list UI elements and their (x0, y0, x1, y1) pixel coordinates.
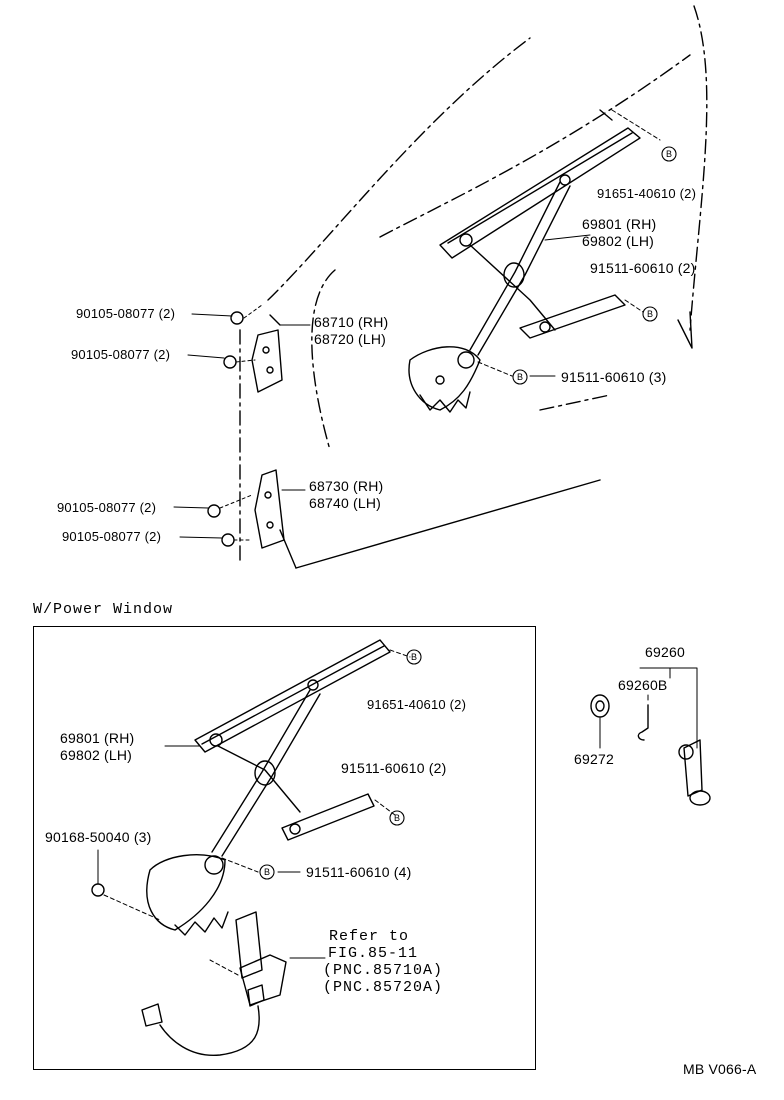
refer-line-4: (PNC.85720A) (323, 979, 444, 996)
upper-hinge (251, 314, 283, 393)
label-90105-08077-b: 90105-08077 (2) (71, 347, 171, 362)
label-69801-top: 69801 (RH) (582, 216, 657, 232)
label-91511-60610-top-b: 91511-60610 (3) (561, 369, 667, 385)
window-regulator-top (408, 127, 641, 413)
label-90105-08077-a: 90105-08077 (2) (76, 306, 176, 321)
marker-b-group (259, 146, 677, 880)
top-leaders (477, 109, 661, 377)
label-91651-40610-top: 91651-40610 (2) (597, 186, 697, 201)
handle-clip (637, 704, 649, 741)
label-90105-08077-d: 90105-08077 (2) (62, 529, 162, 544)
marker-b-4 (406, 649, 422, 665)
window-regulator-power (146, 639, 391, 936)
label-91651-40610-power: 91651-40610 (2) (367, 697, 467, 712)
marker-b-letter: B (394, 813, 400, 823)
lower-hinge (254, 469, 285, 549)
label-68730: 68730 (RH) (309, 478, 384, 494)
label-69272: 69272 (574, 751, 614, 767)
marker-b-5 (389, 810, 405, 826)
power-window-section-frame (33, 626, 536, 1070)
label-91511-60610-power-b: 91511-60610 (4) (306, 864, 412, 880)
marker-b-letter: B (517, 372, 523, 382)
marker-b-2 (642, 306, 658, 322)
refer-line-2: FIG.85-11 (328, 945, 419, 962)
power-leaders (97, 649, 411, 976)
label-91511-60610-power-a: 91511-60610 (2) (341, 760, 447, 776)
marker-b-letter: B (666, 149, 672, 159)
marker-b-3 (512, 369, 528, 385)
label-69802-top: 69802 (LH) (582, 233, 655, 249)
label-91511-60610-top-a: 91511-60610 (2) (590, 260, 696, 276)
label-69260B: 69260B (618, 677, 668, 693)
handle-leaders (599, 667, 698, 749)
label-69801-power: 69801 (RH) (60, 730, 135, 746)
label-90105-08077-c: 90105-08077 (2) (57, 500, 157, 515)
refer-line-1: Refer to (329, 928, 410, 945)
hinge-leaders (173, 304, 311, 541)
marker-b-letter: B (264, 867, 270, 877)
door-outline (239, 5, 708, 561)
section-title-power-window: W/Power Window (33, 601, 174, 618)
door-outline-solid (279, 109, 693, 569)
label-69802-power: 69802 (LH) (60, 747, 133, 763)
marker-b-letter: B (647, 309, 653, 319)
refer-line-3: (PNC.85710A) (323, 962, 444, 979)
label-68740: 68740 (LH) (309, 495, 382, 511)
marker-b-6 (259, 864, 275, 880)
label-68720: 68720 (LH) (314, 331, 387, 347)
figure-code: MB V066-A (683, 1061, 757, 1077)
label-68710: 68710 (RH) (314, 314, 389, 330)
handle-escutcheon (590, 694, 610, 718)
window-motor (141, 911, 287, 1056)
marker-b-letter: B (411, 652, 417, 662)
marker-b-letters: B B B B B B (264, 149, 672, 877)
label-90168-50040: 90168-50040 (3) (45, 829, 152, 845)
hinge-bolts (207, 311, 244, 547)
window-handle (678, 739, 711, 806)
marker-b-1 (661, 146, 677, 162)
label-69260: 69260 (645, 644, 685, 660)
